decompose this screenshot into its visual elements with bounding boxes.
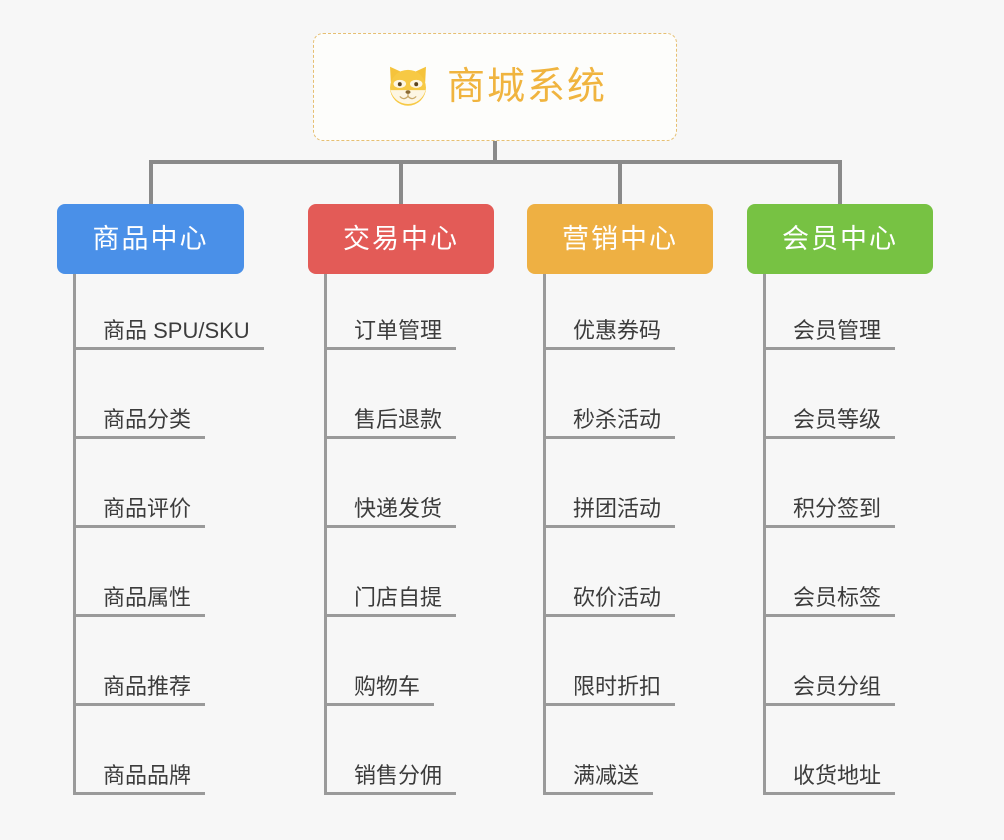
leaf-label: 秒杀活动 [573, 407, 662, 432]
leaf-label: 商品品牌 [103, 763, 192, 788]
leaf-label: 收货地址 [793, 763, 882, 788]
leaf-underline [324, 436, 456, 439]
leaf-underline [73, 614, 205, 617]
category-label: 营销中心 [562, 223, 678, 254]
leaf-label: 商品推荐 [103, 674, 192, 699]
leaf-underline [543, 347, 675, 350]
leaf-label: 商品 SPU/SKU [103, 318, 250, 343]
leaf-underline [73, 525, 205, 528]
leaf-label: 满减送 [573, 763, 640, 788]
drop-line-3 [618, 160, 622, 206]
leaf-underline [763, 525, 895, 528]
category-label: 商品中心 [92, 223, 209, 254]
root-title: 商城系统 [446, 66, 607, 108]
category-box-4[interactable]: 会员中心 [747, 204, 933, 274]
leaf-label: 会员分组 [793, 674, 882, 699]
leaf-label: 销售分佣 [354, 763, 443, 788]
drop-line-1 [148, 160, 153, 206]
leaf-spine [763, 274, 766, 795]
leaf-spine [543, 274, 546, 795]
drop-line-2 [399, 160, 403, 206]
leaf-underline [324, 525, 456, 528]
leaf-label: 积分签到 [793, 496, 882, 521]
horizontal-bus [148, 160, 842, 164]
leaf-underline [73, 347, 264, 350]
leaf-label: 订单管理 [354, 318, 443, 343]
leaf-label: 购物车 [354, 674, 421, 699]
leaf-underline [763, 703, 895, 706]
leaf-underline [324, 347, 456, 350]
leaf-underline [543, 525, 675, 528]
shiba-dog-icon [390, 66, 426, 106]
leaf-label: 商品评价 [103, 496, 192, 521]
leaf-label: 会员标签 [793, 585, 882, 610]
leaf-label: 商品分类 [103, 407, 192, 432]
leaf-underline [324, 614, 456, 617]
drop-line-4 [838, 160, 842, 206]
leaf-underline [763, 614, 895, 617]
leaf-underline [73, 436, 205, 439]
leaf-underline [324, 703, 434, 706]
leaf-underline [543, 703, 675, 706]
leaf-label: 拼团活动 [573, 496, 662, 521]
leaf-underline [73, 792, 205, 795]
leaf-label: 门店自提 [354, 585, 443, 610]
leaf-label: 快递发货 [354, 496, 443, 521]
leaf-label: 售后退款 [354, 407, 443, 432]
leaf-underline [543, 792, 653, 795]
category-label: 交易中心 [343, 223, 459, 254]
leaf-underline [73, 703, 205, 706]
category-box-3[interactable]: 营销中心 [527, 204, 713, 274]
leaf-label: 限时折扣 [573, 674, 662, 699]
leaf-underline [763, 436, 895, 439]
leaf-label: 优惠券码 [573, 318, 662, 343]
leaf-underline [763, 792, 895, 795]
leaf-label: 商品属性 [103, 585, 192, 610]
category-box-1[interactable]: 商品中心 [57, 204, 244, 274]
leaf-underline [543, 614, 675, 617]
leaf-underline [543, 436, 675, 439]
category-box-2[interactable]: 交易中心 [308, 204, 494, 274]
root-node[interactable]: 商城系统 [313, 33, 677, 141]
leaf-underline [763, 347, 895, 350]
leaf-underline [324, 792, 456, 795]
leaf-spine [324, 274, 327, 795]
category-label: 会员中心 [782, 223, 898, 254]
leaf-label: 会员等级 [793, 407, 882, 432]
leaf-label: 会员管理 [793, 318, 882, 343]
leaf-spine [73, 274, 76, 795]
leaf-label: 砍价活动 [573, 585, 662, 610]
root-stem [493, 141, 497, 164]
